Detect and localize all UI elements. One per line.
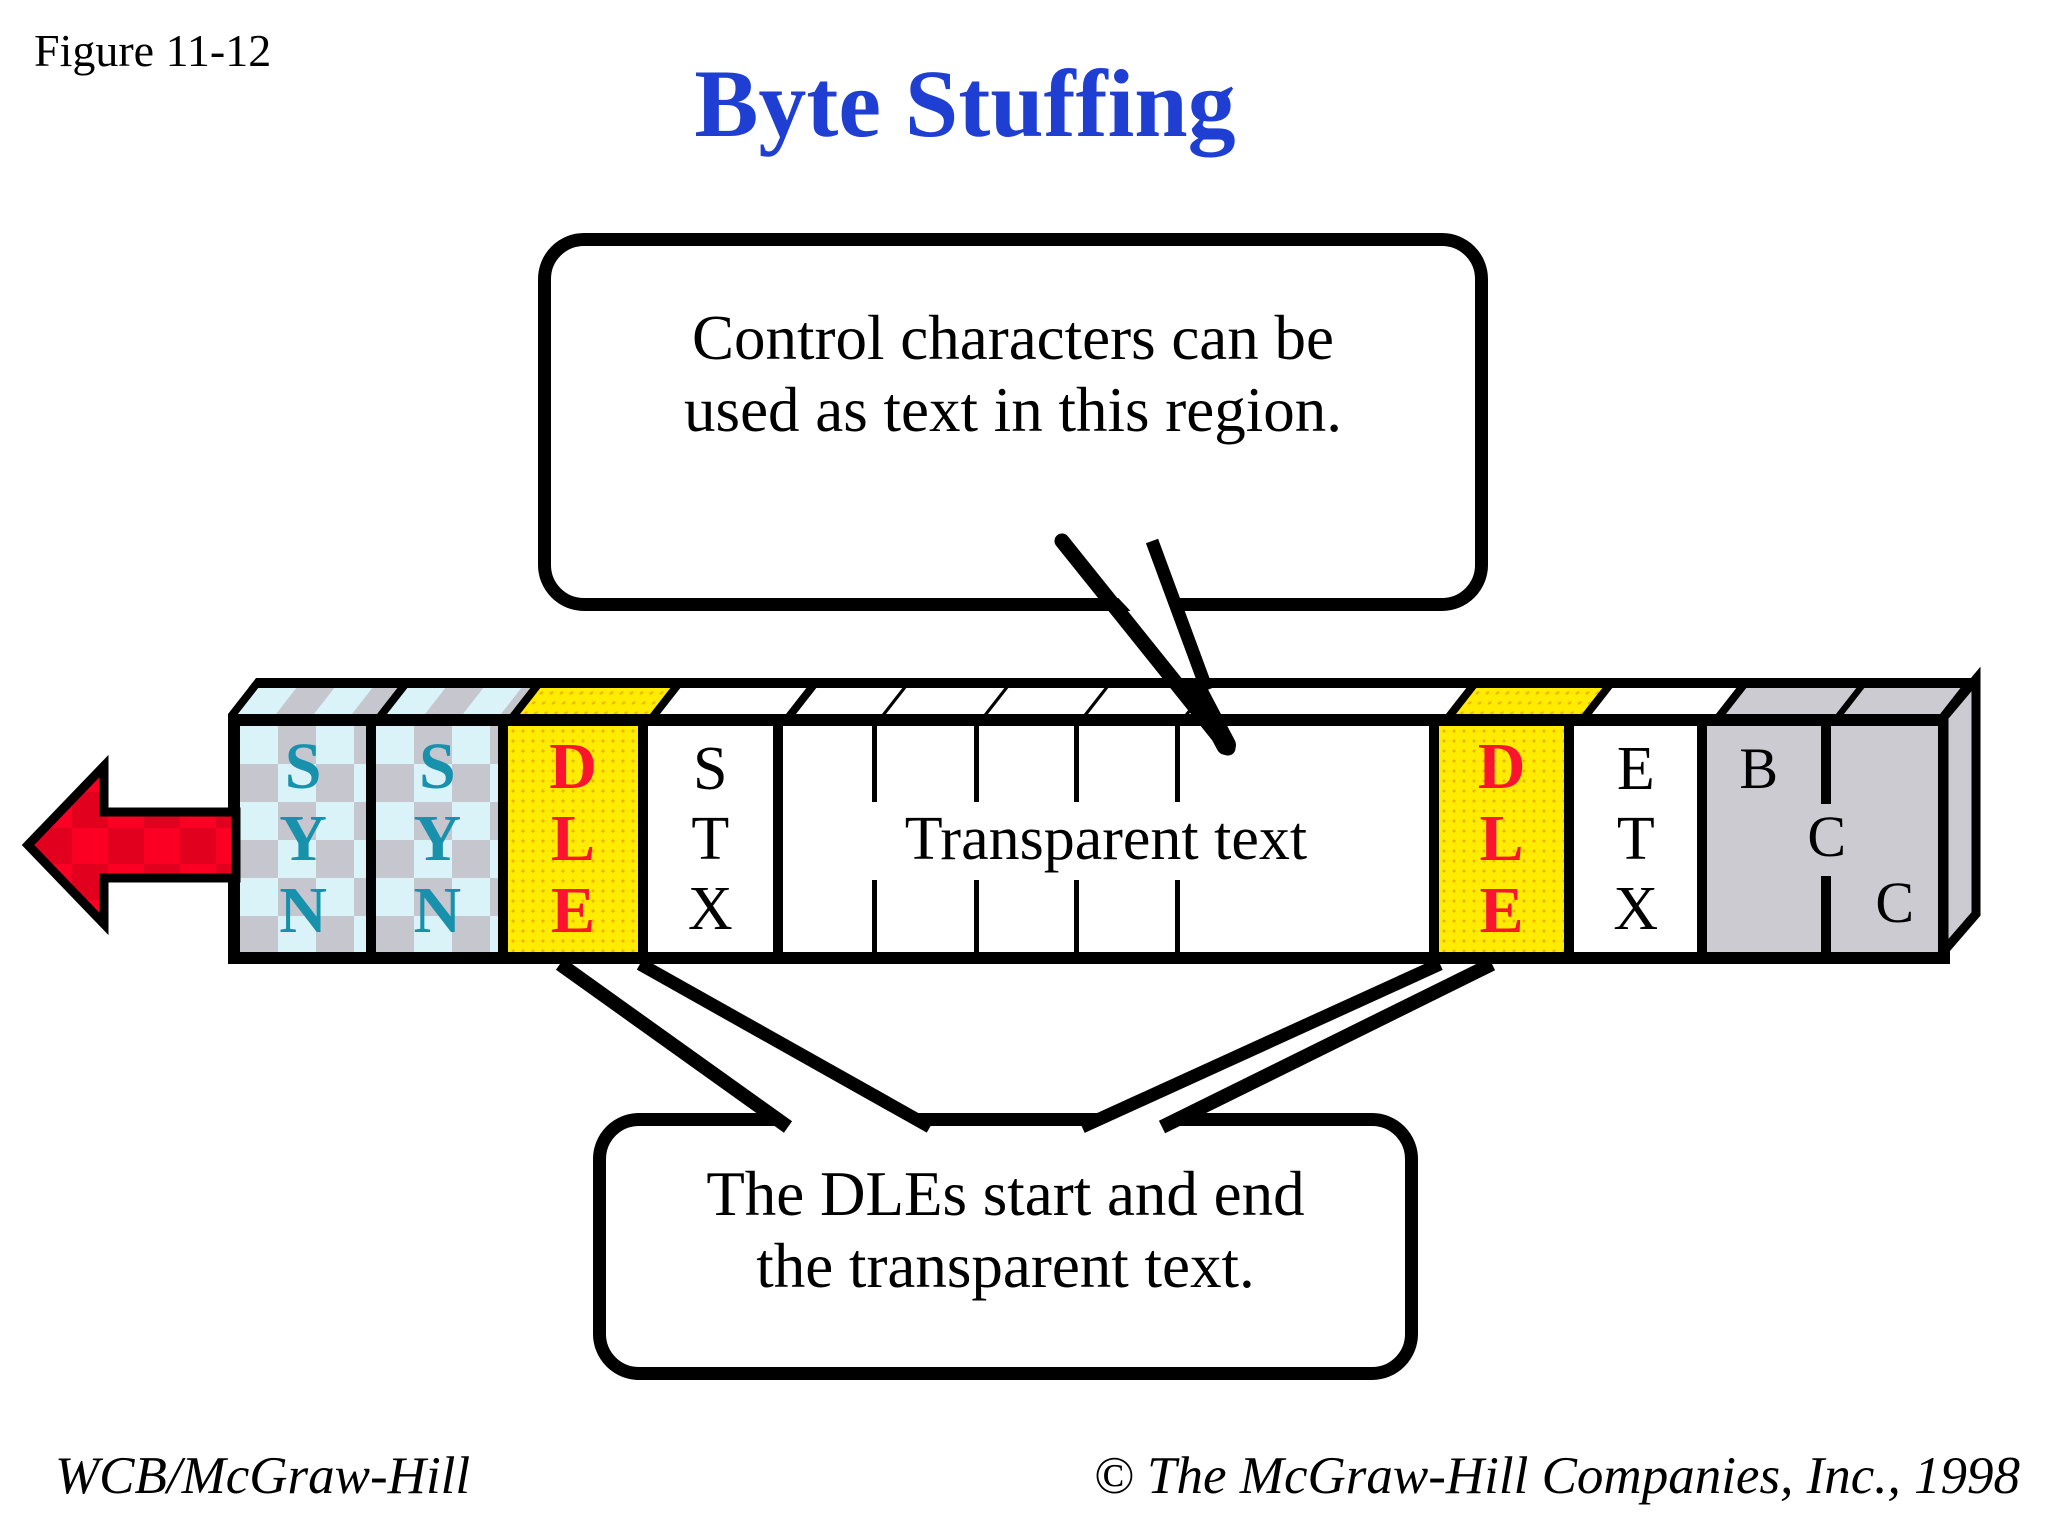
top-face-text (786, 688, 1467, 714)
field-letter: Y (279, 802, 327, 875)
field-letter: T (691, 805, 730, 873)
callout-top-line1: Control characters can be (692, 303, 1334, 373)
field-letter: Y (413, 802, 462, 875)
top-face-divider-mark (1836, 688, 1865, 714)
callout-bottom-right-tail (1079, 957, 1496, 1134)
top-face-divider-mark (984, 688, 1009, 714)
cell-divider (1174, 880, 1180, 952)
field-letter: N (279, 874, 327, 947)
field-letter: X (1613, 875, 1659, 943)
field-dle-start: D L E (508, 726, 648, 952)
figure-label: Figure 11-12 (34, 25, 272, 76)
field-letter: X (687, 875, 733, 943)
cell-divider (1073, 880, 1079, 952)
field-letter: D (1477, 730, 1526, 803)
field-bcc: B C C (1707, 726, 1938, 952)
field-letter: E (551, 874, 596, 947)
top-face-dle1 (510, 688, 671, 714)
field-syn-2: S Y N (376, 726, 509, 952)
cell-divider (1174, 726, 1180, 802)
cell-divider (1821, 876, 1832, 952)
field-letter: L (551, 802, 596, 875)
field-letter: S (418, 730, 456, 803)
field-letter: T (1616, 805, 1655, 873)
field-letter: D (549, 730, 597, 803)
top-face-bcc (1716, 688, 1961, 714)
field-syn-1: S Y N (240, 726, 377, 952)
callout-bottom-line2: the transparent text. (756, 1231, 1255, 1301)
cell-divider (1073, 726, 1079, 802)
field-letter: N (413, 874, 462, 947)
field-dle-end: D L E (1438, 726, 1575, 952)
callout-bottom: The DLEs start and end the transparent t… (593, 1113, 1418, 1380)
field-letter: S (693, 735, 728, 803)
top-face-dle2 (1446, 688, 1603, 714)
top-face-divider-mark (1185, 688, 1210, 714)
field-letter: E (1616, 735, 1655, 803)
frame-top-face (228, 678, 1979, 714)
field-letter: C (1875, 870, 1915, 935)
field-letter: E (1479, 874, 1524, 947)
cell-divider (973, 880, 979, 952)
field-transparent-text: Transparent text (782, 726, 1439, 952)
top-face-divider-mark (882, 688, 907, 714)
field-stx: S T X (647, 726, 783, 952)
cell-divider (1821, 726, 1832, 804)
field-letter: S (284, 730, 322, 803)
callout-top-line2: used as text in this region. (684, 375, 1342, 445)
field-letter: L (1479, 802, 1524, 875)
field-letter: C (1807, 804, 1847, 869)
top-face-stx (650, 688, 807, 714)
callout-bottom-left-tail (555, 958, 934, 1133)
page-title: Byte Stuffing (694, 50, 1236, 157)
callout-top: Control characters can be used as text i… (538, 233, 1488, 611)
footer-copyright: © The McGraw-Hill Companies, Inc., 1998 (1093, 1447, 2020, 1505)
top-face-syn1 (238, 688, 398, 714)
transparent-text-label: Transparent text (904, 804, 1308, 873)
field-etx: E T X (1574, 726, 1708, 952)
cell-divider (871, 880, 877, 952)
cell-divider (871, 726, 877, 802)
top-face-syn2 (377, 688, 531, 714)
top-face-etx (1582, 688, 1737, 714)
top-face-divider-mark (1084, 688, 1109, 714)
cell-divider (973, 726, 979, 802)
callout-bottom-line1: The DLEs start and end (706, 1159, 1305, 1229)
field-letter: B (1739, 736, 1779, 801)
footer-publisher: WCB/McGraw-Hill (55, 1447, 471, 1505)
direction-arrow (21, 754, 241, 936)
frame-band: S Y N S Y N D L E S T X Tran (228, 714, 1950, 964)
